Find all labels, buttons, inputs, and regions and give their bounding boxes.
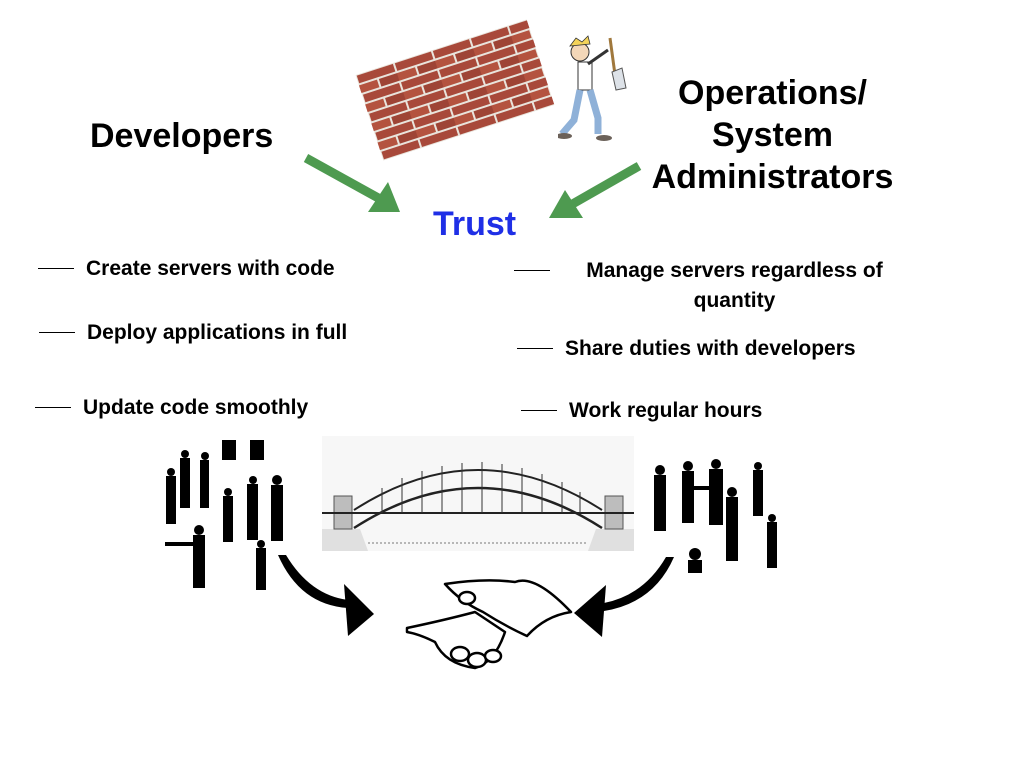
operations-heading: Operations/ System Administrators xyxy=(640,72,905,198)
operations-item-1-line-1: Manage servers regardless of xyxy=(586,259,883,282)
dash-icon xyxy=(521,410,557,411)
developer-item-3-text: Update code smoothly xyxy=(83,396,309,419)
axe-man-image xyxy=(556,30,628,145)
handshake-image xyxy=(405,572,575,672)
operations-heading-line-2: System xyxy=(712,116,833,154)
developers-heading: Developers xyxy=(90,117,274,155)
developer-item-2: Deploy applications in full xyxy=(39,318,347,348)
developer-item-3: Update code smoothly xyxy=(35,393,308,423)
green-arrow-right-icon xyxy=(545,160,645,225)
operations-item-2: Share duties with developers xyxy=(517,334,856,364)
brick-wall-image xyxy=(355,19,555,161)
dash-icon xyxy=(39,332,75,333)
dash-icon xyxy=(514,270,550,271)
green-arrow-left-icon xyxy=(300,150,410,220)
dash-icon xyxy=(38,268,74,269)
operations-item-3-text: Work regular hours xyxy=(569,399,763,422)
developer-item-1-text: Create servers with code xyxy=(86,257,335,280)
dash-icon xyxy=(517,348,553,349)
operations-item-1-text: Manage servers regardless of quantity xyxy=(562,256,907,316)
curved-arrow-left-icon xyxy=(270,550,380,640)
developer-silhouettes-image xyxy=(165,440,295,590)
operations-item-3: Work regular hours xyxy=(521,396,762,426)
operations-heading-line-3: Administrators xyxy=(651,158,894,196)
bridge-image xyxy=(322,436,634,551)
trust-label: Trust xyxy=(433,205,517,243)
operations-item-2-text: Share duties with developers xyxy=(565,337,856,360)
operations-silhouettes-image xyxy=(650,458,785,573)
operations-item-1: Manage servers regardless of quantity xyxy=(514,256,907,316)
developer-item-1: Create servers with code xyxy=(38,254,335,284)
curved-arrow-right-icon xyxy=(570,555,680,640)
developer-item-2-text: Deploy applications in full xyxy=(87,321,348,344)
dash-icon xyxy=(35,407,71,408)
operations-item-1-line-2: quantity xyxy=(693,289,776,312)
operations-heading-line-1: Operations/ xyxy=(678,74,867,112)
